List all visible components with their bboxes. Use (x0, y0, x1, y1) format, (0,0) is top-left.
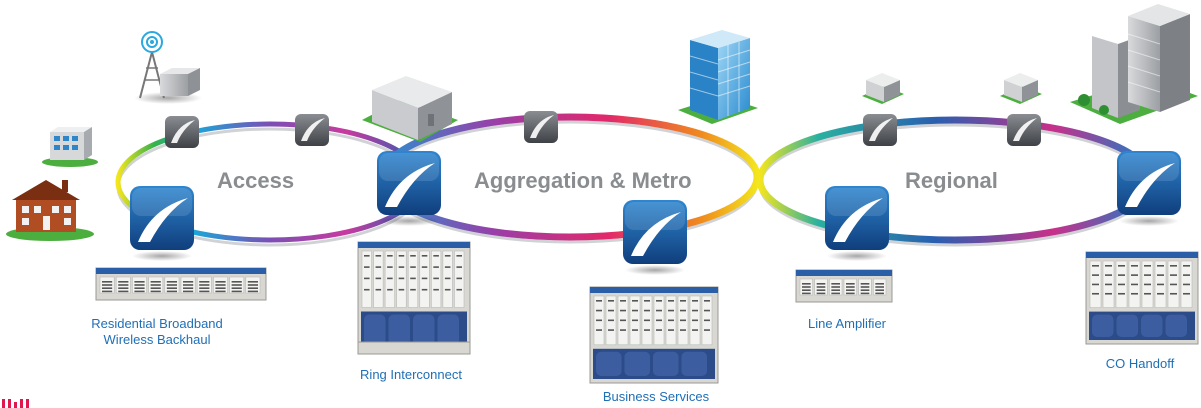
caption-line: Residential Broadband (91, 316, 223, 331)
network-node-icon (1117, 151, 1181, 226)
building-icon (362, 76, 458, 142)
amplifier-node-icon (165, 116, 199, 148)
ring-interconnect-caption: Ring Interconnect (360, 367, 462, 382)
co-handoff-caption: CO Handoff (1105, 356, 1175, 371)
chassis-icon (357, 241, 471, 353)
aggregation-metro-ring-label: Aggregation & Metro (474, 168, 692, 193)
chassis-icon (589, 286, 719, 384)
brand-logo (2, 399, 29, 408)
caption-line: Wireless Backhaul (103, 332, 211, 347)
office-tower-icon (1070, 4, 1198, 124)
line-amplifier-caption: Line Amplifier (807, 316, 887, 331)
amplifier-node-icon (1007, 114, 1041, 146)
house-icon (6, 180, 94, 241)
amplifier-node-icon (295, 114, 329, 146)
access-ring-label: Access (217, 168, 295, 193)
amplifier-node-icon (524, 111, 558, 143)
amplifier-node-icon (863, 114, 897, 146)
network-node-icon (377, 151, 441, 226)
cell-tower-icon (134, 31, 202, 104)
business-services-caption: Business Services (602, 389, 710, 404)
network-node-icon (623, 200, 687, 275)
office-tower-icon (678, 30, 758, 124)
chassis-icon (95, 267, 267, 301)
building-icon (862, 73, 904, 104)
network-node-icon (825, 186, 889, 261)
network-node-icon (130, 186, 194, 261)
building-icon (42, 127, 98, 167)
residential-broadband-caption: Residential Broadband Wireless Backhaul (62, 316, 252, 348)
chassis-icon (1085, 251, 1199, 345)
building-icon (1000, 73, 1042, 104)
chassis-icon (795, 269, 893, 303)
regional-ring-label: Regional (905, 168, 998, 193)
